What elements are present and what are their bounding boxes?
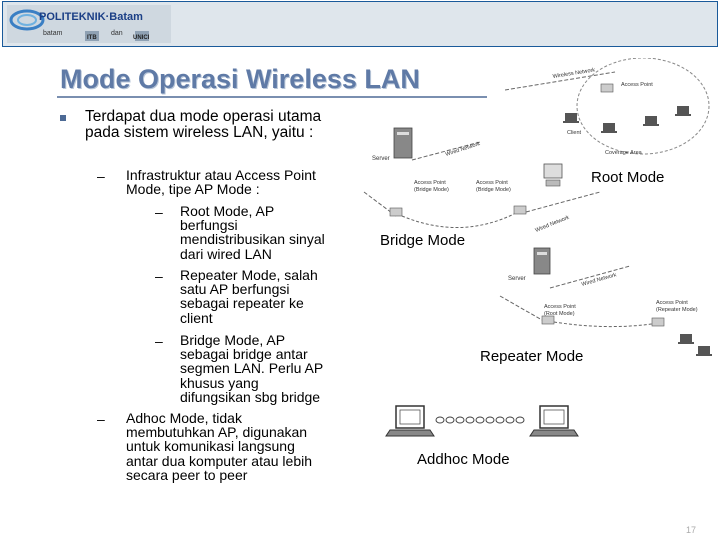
repeater-line: client: [180, 309, 213, 326]
repeater-mode-label: Repeater Mode: [480, 348, 584, 365]
ap-repeater-label: Access Point (Repeater Mode): [656, 300, 698, 313]
adhoc-line: untuk komunikasi langsung: [126, 438, 295, 455]
title-underline: [57, 96, 487, 98]
logo-badge-left: [85, 31, 99, 41]
wired-network2-label: Wired Network: [535, 215, 571, 234]
logo-sub-right: dan: [111, 30, 123, 37]
root-line: berfungsi: [180, 217, 238, 234]
bridge-mode-label: Bridge Mode: [380, 232, 466, 249]
bridge-line: difungsikan sbg bridge: [180, 388, 321, 405]
logo-name: POLITEKNIK·Batam: [39, 11, 143, 23]
access-point-top-label: Access Point: [621, 82, 653, 88]
logo-badge-right: [135, 31, 149, 41]
adhoc-laptop-left-icon: [385, 405, 435, 437]
client-label: Client: [567, 130, 582, 136]
dash-bridge: –: [155, 333, 163, 349]
bridge-mode-text: Bridge Mode, AP sebagai bridge antar seg…: [180, 333, 355, 404]
dash-repeater: –: [155, 268, 163, 284]
server1-label: Server: [372, 156, 390, 162]
adhoc-line: Adhoc Mode, tidak: [126, 410, 242, 426]
adhoc-mode-label: Addhoc Mode: [417, 451, 510, 468]
logo: POLITEKNIK·Batam batam ITB dan UNICI: [7, 5, 171, 43]
server-icon: [393, 127, 413, 159]
sub1-line: Infrastruktur atau Access Point: [126, 167, 316, 183]
ap-bridge1-label: Access Point (Bridge Mode): [414, 180, 449, 193]
server2-label: Server: [508, 276, 526, 282]
root-ap-icon: [541, 315, 555, 325]
logo-sub-left: batam: [43, 30, 63, 37]
root-line: Root Mode, AP: [180, 203, 275, 219]
repeater-line: sebagai repeater ke: [180, 295, 304, 312]
repeater-line: Repeater Mode, salah: [180, 267, 318, 283]
bridge-line: segmen LAN. Perlu AP: [180, 360, 324, 377]
page-number: 17: [686, 525, 697, 535]
wired-network1-label: Wired Network: [445, 141, 481, 158]
root-line: dari wired LAN: [180, 245, 272, 262]
dash-sub1: –: [97, 168, 105, 184]
logo-swirl-icon: [9, 9, 45, 31]
ap-bridge2-label: Access Point (Bridge Mode): [476, 180, 511, 193]
main-bullet-text: Terdapat dua mode operasi utama pada sis…: [85, 108, 322, 141]
adhoc-text: Adhoc Mode, tidak membutuhkan AP, diguna…: [126, 411, 356, 482]
adhoc-line: secara peer to peer: [126, 466, 248, 483]
network-modes-diagram: Server Wired Network Access Point (Bridg…: [363, 127, 712, 437]
bridge-line: khusus yang: [180, 374, 259, 391]
root-line: mendistribusikan sinyal: [180, 231, 325, 248]
logo-badge-left-text: ITB: [87, 35, 97, 41]
computer-icon: [543, 163, 563, 187]
ap-root-label: Access Point (Root Mode): [544, 304, 577, 317]
header-bar: POLITEKNIK·Batam batam ITB dan UNICI: [2, 1, 718, 47]
adhoc-line: antar dua komputer atau lebih: [126, 452, 313, 469]
repeater-mode-text: Repeater Mode, salah satu AP berfungsi s…: [180, 268, 355, 325]
root-mode-text: Root Mode, AP berfungsi mendistribusikan…: [180, 204, 355, 261]
coverage-area-label: Coverage Area: [605, 150, 643, 156]
coverage-area-diagram: Wireless Network Access Point Client Cov…: [505, 58, 710, 156]
adhoc-laptop-right-icon: [529, 405, 579, 437]
adhoc-line: membutuhkan AP, digunakan: [126, 424, 308, 441]
repeater-ap-icon: [651, 317, 665, 327]
repeater-line: satu AP berfungsi: [180, 281, 290, 298]
adhoc-wireless-link: [435, 416, 525, 424]
bridge-line: sebagai bridge antar: [180, 346, 308, 363]
logo-badge-right-text: UNICI: [133, 35, 150, 41]
dash-sub2: –: [97, 411, 105, 427]
bullet-square-icon: [60, 115, 66, 121]
slide-title: Mode Operasi Wireless LAN: [60, 64, 420, 94]
sub1-text: Infrastruktur atau Access Point Mode, ti…: [126, 167, 356, 198]
dash-root: –: [155, 204, 163, 220]
bridge-ap-icon: [389, 205, 527, 217]
bridge-line: Bridge Mode, AP: [180, 332, 286, 348]
sub1-line: Mode, tipe AP Mode :: [126, 181, 260, 198]
repeater-laptops-icon: [678, 334, 712, 356]
access-point-icon: [600, 83, 614, 93]
laptop-icon: [563, 106, 691, 133]
root-mode-label: Root Mode: [591, 169, 665, 186]
server2-icon: [533, 247, 551, 275]
